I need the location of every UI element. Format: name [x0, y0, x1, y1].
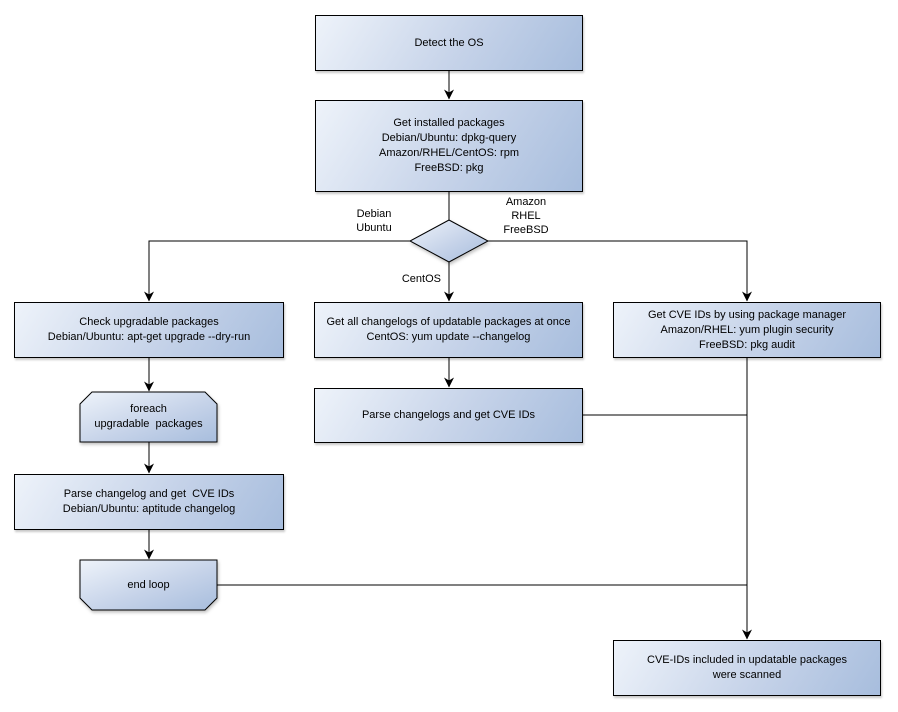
node-parse-changelog-debian-label: Parse changelog and get CVE IDs Debian/U… [62, 488, 236, 515]
edge-label-debian-ubuntu: Debian Ubuntu [356, 208, 392, 234]
node-result-cve-ids-scanned: CVE-IDs included in updatable packages w… [613, 640, 881, 696]
node-check-upgradable-packages-label: Check upgradable packages Debian/Ubuntu:… [47, 316, 251, 343]
edge-decision-to-get-cve-ids [488, 240, 752, 302]
node-get-installed-packages: Get installed packages Debian/Ubuntu: dp… [315, 100, 583, 192]
node-parse-changelogs-centos: Parse changelogs and get CVE IDs [314, 388, 583, 443]
node-get-installed-packages-label: Get installed packages Debian/Ubuntu: dp… [379, 117, 519, 174]
foreach-loop-start-shape [79, 391, 218, 443]
edge-decision-to-check-upgradable [144, 240, 410, 302]
node-foreach-loop-start-label: foreach upgradable packages [94, 403, 203, 430]
node-get-cve-ids-package-manager: Get CVE IDs by using package manager Ama… [613, 302, 881, 358]
node-get-cve-ids-package-manager-label: Get CVE IDs by using package manager Ama… [647, 308, 847, 351]
node-detect-os-label: Detect the OS [414, 36, 484, 49]
node-end-loop-label: end loop [127, 578, 170, 591]
node-parse-changelogs-centos-label: Parse changelogs and get CVE IDs [361, 409, 536, 421]
node-parse-changelog-debian: Parse changelog and get CVE IDs Debian/U… [14, 474, 284, 530]
node-end-loop: end loop [80, 560, 217, 610]
node-foreach-loop-start: foreach upgradable packages [80, 392, 217, 442]
edge-label-amazon-rhel-freebsd: Amazon RHEL FreeBSD [503, 196, 549, 236]
node-result-cve-ids-scanned-label: CVE-IDs included in updatable packages w… [647, 654, 847, 681]
node-get-all-changelogs-label: Get all changelogs of updatable packages… [326, 316, 571, 343]
node-check-upgradable-packages: Check upgradable packages Debian/Ubuntu:… [14, 302, 284, 358]
node-get-all-changelogs: Get all changelogs of updatable packages… [314, 302, 583, 358]
end-loop-shape [79, 559, 218, 611]
decision-diamond-os [408, 219, 490, 263]
node-detect-os: Detect the OS [315, 15, 583, 71]
edge-label-centos: CentOS [401, 273, 441, 285]
